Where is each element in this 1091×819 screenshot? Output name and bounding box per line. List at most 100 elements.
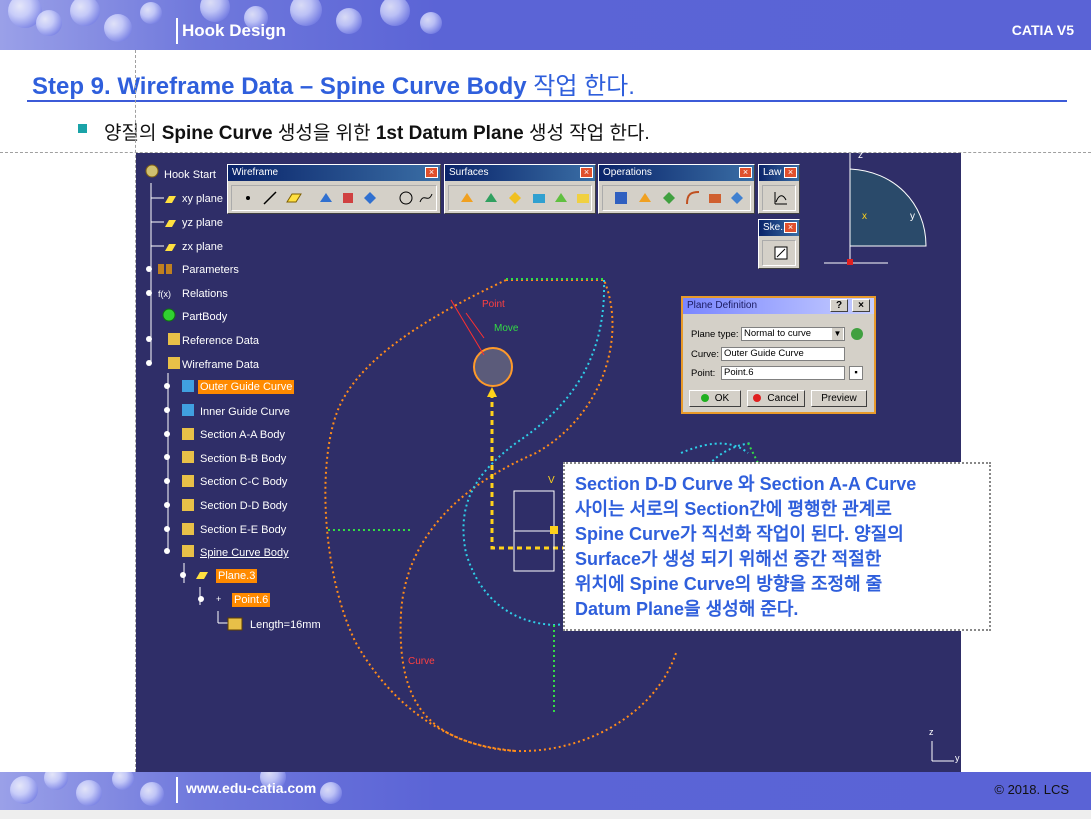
wireframe-toolbar[interactable]: Wireframe× xyxy=(227,164,441,214)
law-toolbar-buttons xyxy=(762,185,796,211)
plane-icon xyxy=(165,244,176,251)
loft-tool-icon[interactable] xyxy=(553,190,569,206)
curve-feature-icon xyxy=(164,380,194,392)
header-divider xyxy=(176,18,178,44)
close-icon[interactable]: × xyxy=(425,167,438,178)
tree-item-length[interactable]: Length=16mm xyxy=(250,619,321,631)
operations-toolbar[interactable]: Operations× xyxy=(598,164,755,214)
intersection-tool-icon[interactable] xyxy=(340,190,356,206)
plane-type-select[interactable]: Normal to curve ▼ xyxy=(741,327,845,341)
cancel-button[interactable]: Cancel xyxy=(747,390,805,407)
chevron-down-icon[interactable]: ▼ xyxy=(832,328,843,340)
law-toolbar-title: Law× xyxy=(759,165,799,181)
callout-line: Surface가 생성 되기 위해선 중간 적절한 xyxy=(575,549,882,569)
geo-set-icon xyxy=(164,428,194,440)
close-icon[interactable]: × xyxy=(784,222,797,233)
compass-x-label: x xyxy=(862,211,867,222)
gear-icon xyxy=(145,164,159,178)
footer-decoration xyxy=(0,772,470,810)
plane-icon xyxy=(165,196,176,203)
footer-url-link[interactable]: www.edu-catia.com xyxy=(186,780,317,796)
point-options-button[interactable]: ▪ xyxy=(849,366,863,380)
close-icon[interactable]: × xyxy=(739,167,752,178)
sketcher-toolbar[interactable]: Ske...× xyxy=(758,219,800,269)
projection-tool-icon[interactable] xyxy=(318,190,334,206)
surfaces-toolbar-title: Surfaces× xyxy=(445,165,595,181)
tree-item-plane3[interactable]: Plane.3 xyxy=(216,569,258,583)
curve-label: Curve: xyxy=(691,349,719,360)
sketcher-toolbar-title: Ske...× xyxy=(759,220,799,236)
tree-item-section-bb[interactable]: Section B-B Body xyxy=(200,453,287,465)
spline-tool-icon[interactable] xyxy=(418,190,434,206)
callout-line: 사이는 서로의 Section간에 평행한 관계로 xyxy=(575,499,892,519)
plane-type-lock-icon[interactable] xyxy=(849,327,865,342)
point-field[interactable]: Point.6 xyxy=(721,366,845,380)
tree-item-wireframe-data[interactable]: Wireframe Data xyxy=(182,359,260,371)
preview-button[interactable]: Preview xyxy=(811,390,867,407)
geo-set-icon xyxy=(164,475,194,487)
tree-item-section-aa[interactable]: Section A-A Body xyxy=(200,429,285,441)
compass-y-label: y xyxy=(910,211,915,222)
blend-tool-icon[interactable] xyxy=(575,190,591,206)
tree-item-partbody[interactable]: PartBody xyxy=(182,311,228,323)
callout-line: 위치에 Spine Curve의 방향을 조정해 줄 xyxy=(575,574,883,594)
tree-item-zx-plane[interactable]: zx plane xyxy=(182,241,223,253)
line-tool-icon[interactable] xyxy=(262,190,278,206)
fillet-tool-icon[interactable] xyxy=(685,190,701,206)
tree-item-section-ee[interactable]: Section E-E Body xyxy=(200,524,287,536)
wireframe-toolbar-title: Wireframe× xyxy=(228,165,440,181)
join-tool-icon[interactable] xyxy=(613,190,629,206)
dialog-close-button[interactable]: × xyxy=(852,299,870,312)
geo-set-icon xyxy=(164,523,194,535)
plane-tool-icon[interactable] xyxy=(286,190,302,206)
plane-definition-dialog[interactable]: Plane Definition ? × Plane type: Normal … xyxy=(681,296,876,414)
tree-item-inner-guide-curve[interactable]: Inner Guide Curve xyxy=(200,406,290,418)
law-tool-icon[interactable] xyxy=(773,190,789,206)
step-title-en: Step 9. Wireframe Data – Spine Curve Bod… xyxy=(32,73,527,100)
tree-item-point6[interactable]: Point.6 xyxy=(232,593,271,607)
sketch-tool-icon[interactable] xyxy=(773,245,789,261)
tree-item-outer-guide-curve[interactable]: Outer Guide Curve xyxy=(198,380,295,394)
plane-type-value: Normal to curve xyxy=(744,328,812,339)
header-decoration xyxy=(0,0,470,50)
plane-type-label: Plane type: xyxy=(691,329,739,340)
tree-item-section-dd[interactable]: Section D-D Body xyxy=(200,500,288,512)
footer-copyright: © 2018. LCS xyxy=(994,782,1069,797)
tree-item-root[interactable]: Hook Start xyxy=(164,169,216,181)
guide-line-vertical xyxy=(135,50,136,772)
tree-item-section-cc[interactable]: Section C-C Body xyxy=(200,476,288,488)
sweep-tool-icon[interactable] xyxy=(507,190,523,206)
svg-text:f(x): f(x) xyxy=(158,289,171,299)
curve-field[interactable]: Outer Guide Curve xyxy=(721,347,845,361)
tree-item-yz-plane[interactable]: yz plane xyxy=(182,217,223,229)
tree-item-spine-curve-body[interactable]: Spine Curve Body xyxy=(200,547,289,559)
fill-tool-icon[interactable] xyxy=(531,190,547,206)
offset-tool-icon[interactable] xyxy=(362,190,378,206)
close-icon[interactable]: × xyxy=(580,167,593,178)
partbody-icon xyxy=(162,308,176,322)
help-button[interactable]: ? xyxy=(830,299,848,312)
offset-surface-icon[interactable] xyxy=(483,190,499,206)
callout-line: Section D-D Curve 와 Section A-A Curve xyxy=(575,474,917,494)
tree-item-parameters[interactable]: Parameters xyxy=(182,264,239,276)
split-tool-icon[interactable] xyxy=(637,190,653,206)
extrude-tool-icon[interactable] xyxy=(459,190,475,206)
tree-item-reference-data[interactable]: Reference Data xyxy=(182,335,260,347)
ok-label: OK xyxy=(714,393,730,404)
extract-tool-icon[interactable] xyxy=(661,190,677,206)
extrapolate-tool-icon[interactable] xyxy=(729,190,745,206)
close-icon[interactable]: × xyxy=(784,167,797,178)
triad-z-label: z xyxy=(929,727,934,737)
tree-item-relations[interactable]: Relations xyxy=(182,288,228,300)
tree-item-xy-plane[interactable]: xy plane xyxy=(182,193,223,205)
transform-tool-icon[interactable] xyxy=(707,190,723,206)
circle-tool-icon[interactable] xyxy=(398,190,414,206)
law-toolbar[interactable]: Law× xyxy=(758,164,800,214)
geo-set-icon xyxy=(164,545,194,557)
surfaces-toolbar[interactable]: Surfaces× xyxy=(444,164,596,214)
point-label: Point xyxy=(482,299,505,310)
header-app-name: CATIA V5 xyxy=(1011,22,1074,38)
point-tool-icon[interactable] xyxy=(240,190,256,206)
ok-button[interactable]: OK xyxy=(689,390,741,407)
title-underline xyxy=(27,100,1067,102)
